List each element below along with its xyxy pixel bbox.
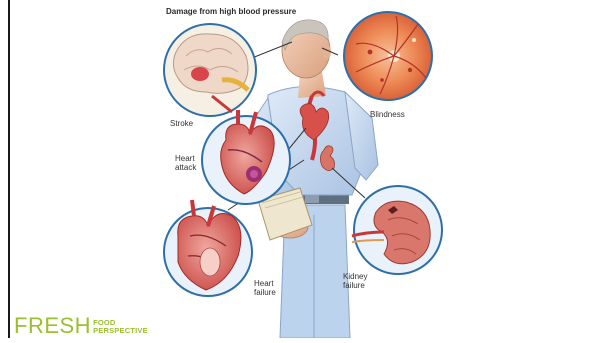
label-heart-failure-line2: failure [254,288,276,297]
label-stroke: Stroke [170,119,193,128]
heart-failure-inset [164,200,252,296]
diagram-title: Damage from high blood pressure [166,7,296,16]
label-kidney-failure: Kidney failure [343,272,367,290]
label-heart-failure: Heart failure [254,279,276,297]
label-kidney-failure-line2: failure [343,281,367,290]
logo-subtext: FOOD PERSPECTIVE [93,319,148,335]
logo-word-fresh: FRESH [14,316,91,336]
fresh-food-perspective-logo: FRESH FOOD PERSPECTIVE [14,314,148,336]
kidney-failure-inset [352,186,442,274]
label-blindness: Blindness [370,110,405,119]
label-heart-attack-line1: Heart [175,154,196,163]
label-kidney-failure-line1: Kidney [343,272,367,281]
stroke-inset [164,24,256,116]
label-heart-attack: Heart attack [175,154,196,172]
blindness-inset [344,12,432,100]
label-heart-attack-line2: attack [175,163,196,172]
logo-word-perspective: PERSPECTIVE [93,327,148,335]
label-heart-failure-line1: Heart [254,279,276,288]
